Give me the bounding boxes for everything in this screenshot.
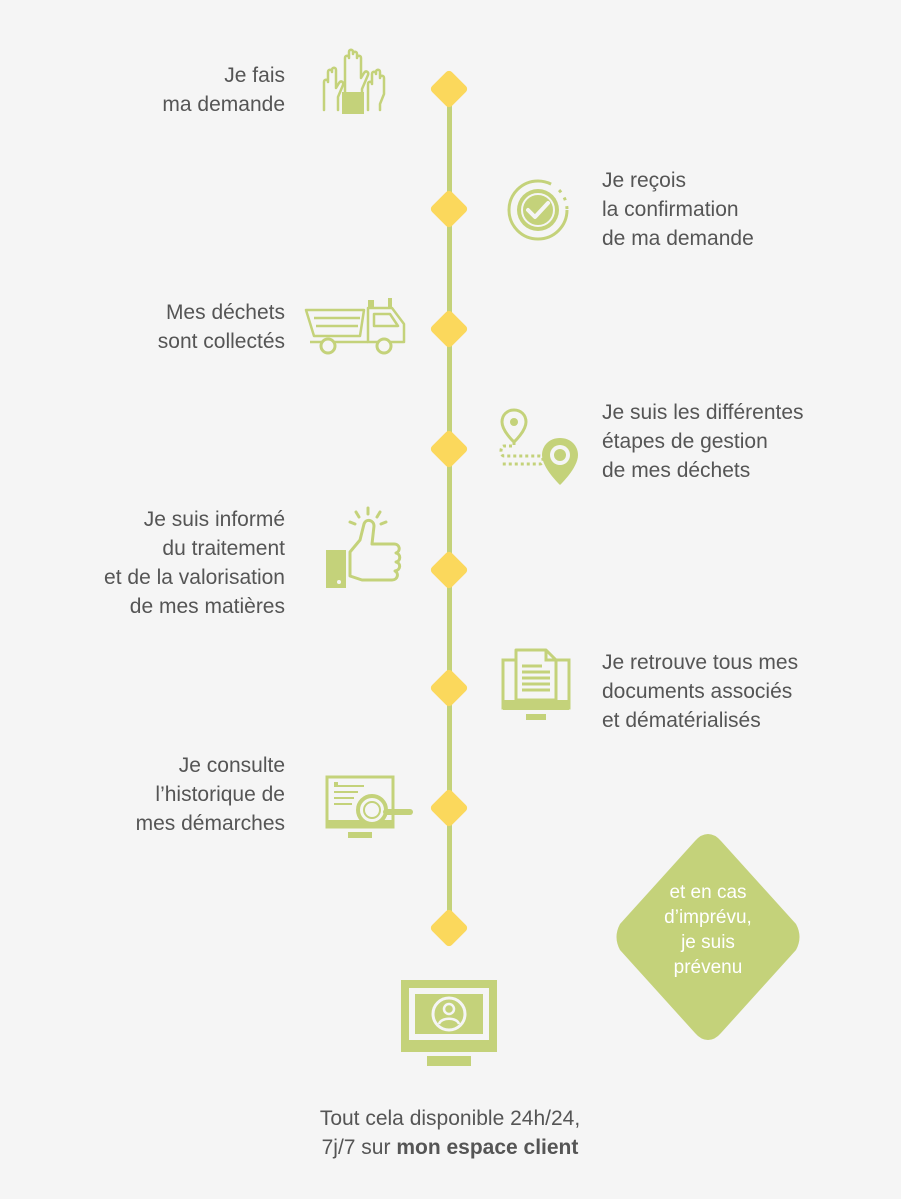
footer-text: Tout cela disponible 24h/24, 7j/7 sur mo…: [200, 1104, 700, 1162]
user-monitor-icon: [399, 978, 499, 1068]
step-7-line-2: l’historique de: [155, 783, 285, 806]
timeline-node-1: [429, 69, 469, 109]
timeline-node-8: [429, 908, 469, 948]
route-map-pin-icon: [498, 408, 582, 488]
step-4-text: Je suis les différentes étapes de gestio…: [602, 398, 804, 485]
step-5-line-4: de mes matières: [129, 595, 285, 618]
search-history-monitor-icon: [324, 774, 414, 840]
timeline-node-2: [429, 189, 469, 229]
step-3-text: Mes déchets sont collectés: [158, 298, 285, 356]
alert-line-3: je suis: [681, 932, 735, 953]
step-1-line-2: ma demande: [162, 93, 285, 116]
footer-line-2: 7j/7 sur mon espace client: [200, 1133, 700, 1162]
dump-truck-icon: [304, 296, 410, 358]
step-1-text: Je fais ma demande: [162, 61, 285, 119]
step-3-line-2: sont collectés: [157, 330, 285, 353]
timeline-node-7: [429, 788, 469, 828]
step-4-line-2: étapes de gestion: [602, 430, 768, 453]
step-3-line-1: Mes déchets: [165, 301, 285, 324]
alert-diamond: [616, 834, 800, 1040]
timeline-node-3: [429, 309, 469, 349]
alert-line-2: d’imprévu,: [664, 907, 752, 928]
step-2-text: Je reçois la confirmation de ma demande: [602, 166, 754, 253]
step-1-line-1: Je fais: [224, 64, 285, 87]
step-2-line-3: de ma demande: [602, 227, 754, 250]
step-2-line-2: la confirmation: [602, 198, 739, 221]
step-5-line-1: Je suis informé: [143, 508, 285, 531]
step-6-text: Je retrouve tous mes documents associés …: [602, 648, 798, 735]
alert-line-1: et en cas: [669, 882, 747, 903]
timeline-node-4: [429, 429, 469, 469]
step-5-line-2: du traitement: [162, 537, 285, 560]
alert-text: et en cas d’imprévu, je suis prévenu: [613, 880, 803, 980]
alert-line-4: prévenu: [673, 957, 743, 978]
thumbs-up-icon: [322, 504, 406, 592]
footer-line-1: Tout cela disponible 24h/24,: [319, 1107, 581, 1130]
step-4-line-3: de mes déchets: [602, 459, 751, 482]
step-7-line-1: Je consulte: [178, 754, 285, 777]
raised-hands-icon: [320, 48, 396, 118]
document-monitor-icon: [500, 648, 572, 724]
timeline-line: [447, 88, 452, 933]
step-6-line-3: et dématérialisés: [602, 709, 761, 732]
step-5-line-3: et de la valorisation: [104, 566, 285, 589]
step-6-line-1: Je retrouve tous mes: [602, 651, 799, 674]
step-6-line-2: documents associés: [602, 680, 793, 703]
step-5-text: Je suis informé du traitement et de la v…: [104, 505, 285, 621]
step-7-text: Je consulte l’historique de mes démarche…: [136, 751, 285, 838]
step-7-line-3: mes démarches: [135, 812, 285, 835]
timeline-node-6: [429, 668, 469, 708]
step-4-line-1: Je suis les différentes: [602, 401, 804, 424]
footer-line-2-prefix: 7j/7 sur: [321, 1136, 397, 1159]
step-2-line-1: Je reçois: [602, 169, 687, 192]
timeline-node-5: [429, 550, 469, 590]
client-space-link-text: mon espace client: [396, 1136, 579, 1159]
check-circle-icon: [506, 178, 570, 242]
